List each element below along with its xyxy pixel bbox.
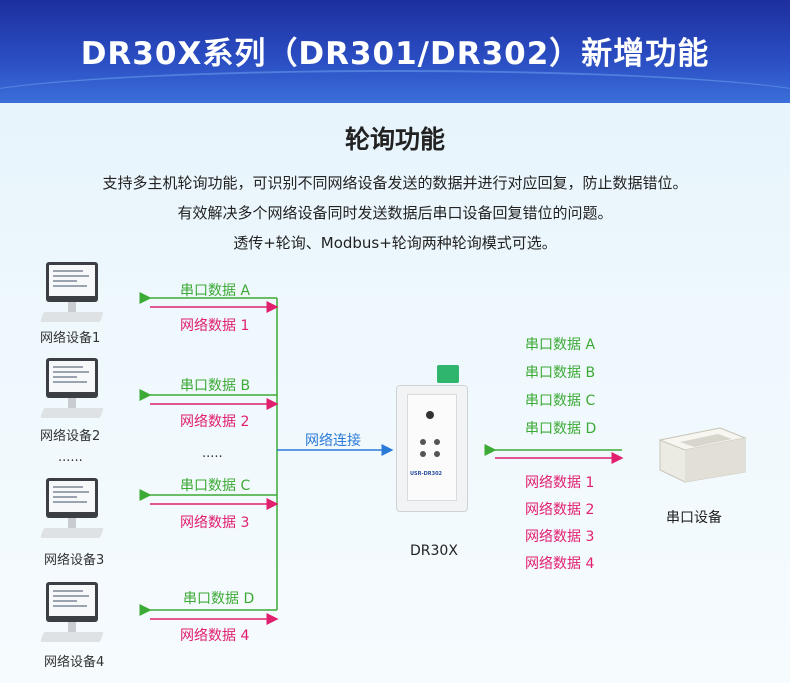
description-line-1: 支持多主机轮询功能，可识别不同网络设备发送的数据并进行对应回复，防止数据错位。 [102, 174, 688, 192]
serial-data-label: 串口数据 B [180, 378, 251, 394]
serial-data-label: 串口数据 B [525, 365, 596, 381]
serial-data-label: 串口数据 C [525, 393, 596, 409]
computer-icon [40, 478, 104, 544]
network-link-label: 网络连接 [305, 433, 361, 449]
serial-data-label: 串口数据 C [180, 478, 251, 494]
device-name: DR30X [410, 543, 458, 559]
description-line-2: 有效解决多个网络设备同时发送数据后串口设备回复错位的问题。 [177, 204, 613, 222]
network-data-label: 网络数据 3 [180, 515, 250, 531]
serial-data-label: 串口数据 A [180, 283, 251, 299]
section-title: 轮询功能 [344, 125, 445, 154]
network-data-label: 网络数据 1 [180, 318, 250, 334]
device-brand: USR-DR302 [410, 471, 443, 477]
network-data-label: 网络数据 2 [525, 502, 595, 518]
serial-data-label: 串口数据 D [525, 421, 597, 437]
host-label-4: 网络设备4 [44, 655, 105, 670]
network-data-label: 网络数据 4 [525, 556, 595, 572]
network-data-label: 网络数据 3 [525, 529, 595, 545]
network-data-label: 网络数据 2 [180, 414, 250, 430]
header-banner: DR30X系列（DR301/DR302）新增功能 [0, 0, 790, 103]
host-label-1: 网络设备1 [40, 331, 101, 346]
printer-icon [658, 427, 747, 483]
network-data-label: 网络数据 1 [525, 475, 595, 491]
description-line-3: 透传+轮询、Modbus+轮询两种轮询模式可选。 [233, 234, 557, 252]
ellipsis-left: ...... [58, 450, 83, 465]
serial-data-label: 串口数据 A [525, 337, 596, 353]
network-data-label: 网络数据 4 [180, 628, 250, 644]
dr30x-device-image: USR-DR302 [396, 385, 468, 512]
computer-icon [40, 358, 104, 424]
computer-icon [40, 262, 104, 328]
host-label-2: 网络设备2 [40, 429, 101, 444]
host-label-3: 网络设备3 [44, 553, 105, 568]
terminal-block [437, 365, 459, 383]
serial-device-label: 串口设备 [666, 510, 722, 526]
ellipsis-mid: ..... [202, 446, 223, 461]
serial-data-label: 串口数据 D [183, 591, 255, 607]
banner-title: DR30X系列（DR301/DR302）新增功能 [80, 36, 710, 72]
computer-icon [40, 582, 104, 648]
